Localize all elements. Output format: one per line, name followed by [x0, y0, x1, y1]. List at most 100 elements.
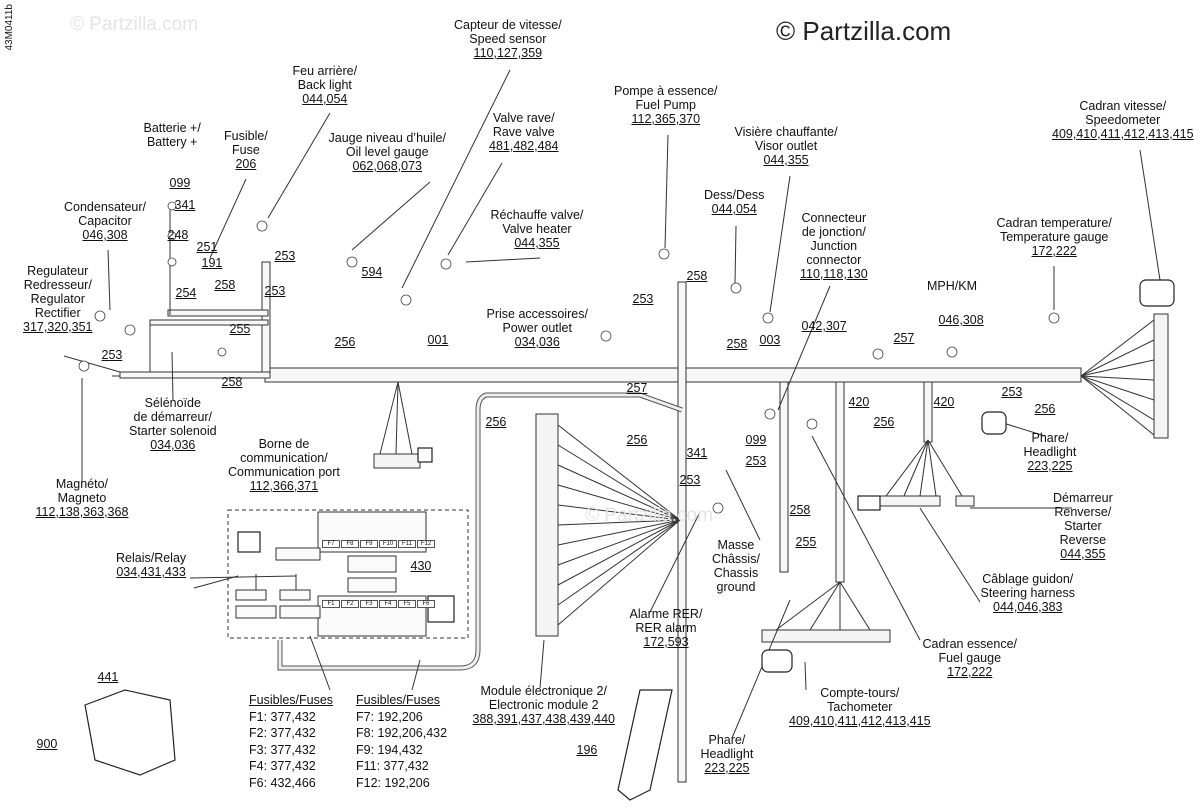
part-number[interactable]: 042,307	[801, 319, 847, 333]
label-line: Jauge niveau d’huile/	[328, 131, 446, 145]
reference-number[interactable]: 044,355	[763, 153, 809, 167]
part-number[interactable]: 196	[576, 743, 598, 757]
part-number[interactable]: 046,308	[938, 313, 984, 327]
part-number[interactable]: 256	[334, 335, 356, 349]
part-number[interactable]: 248	[167, 228, 189, 242]
part-number[interactable]: 253	[274, 249, 296, 263]
label-line: Fuel Pump	[635, 98, 696, 112]
reference-number[interactable]: 112,365,370	[631, 112, 701, 126]
reference-number[interactable]: 034,431,433	[116, 565, 186, 579]
label-line: Magneto	[57, 491, 107, 505]
reference-number[interactable]: 172,222	[947, 665, 993, 679]
part-number[interactable]: 441	[97, 670, 119, 684]
label-line: Redresseur/	[23, 278, 92, 292]
reference-number[interactable]: 223,225	[704, 761, 750, 775]
part-number[interactable]: 341	[174, 198, 196, 212]
part-number[interactable]: 191	[201, 256, 223, 270]
part-number[interactable]: 253	[1001, 385, 1023, 399]
part-number[interactable]: 256	[873, 415, 895, 429]
reference-number[interactable]: 046,308	[82, 228, 128, 242]
part-number[interactable]: 256	[626, 433, 648, 447]
fuse-list-title: Fusibles/Fuses	[249, 693, 334, 707]
part-number[interactable]: 001	[427, 333, 449, 347]
reference-number[interactable]: 206	[235, 157, 257, 171]
reference-number[interactable]: 172,222	[1031, 244, 1077, 258]
part-number[interactable]: 594	[361, 265, 383, 279]
part-number[interactable]: 253	[264, 284, 286, 298]
reference-number[interactable]: 112,138,363,368	[35, 505, 129, 519]
reference-number[interactable]: 317,320,351	[23, 320, 93, 334]
reference-number[interactable]: 062,068,073	[352, 159, 422, 173]
reference-number[interactable]: 110,118,130	[800, 267, 868, 281]
reference-number[interactable]: 034,036	[514, 335, 560, 349]
fuse-entry: F11: 377,432	[356, 759, 429, 773]
label-line: Oil level gauge	[345, 145, 429, 159]
label-line: Fusible/	[224, 129, 268, 143]
reference-number[interactable]: 110,127,359	[473, 46, 543, 60]
part-number[interactable]: 258	[686, 269, 708, 283]
part-number[interactable]: 256	[485, 415, 507, 429]
part-number[interactable]: 257	[626, 381, 648, 395]
label-line: Capacitor	[78, 214, 132, 228]
part-number[interactable]: 256	[1034, 402, 1056, 416]
label-line: Réchauffe valve/	[490, 208, 584, 222]
part-number[interactable]: 257	[893, 331, 915, 345]
fuse-entry: F6: 432,466	[249, 775, 316, 790]
reference-number[interactable]: 409,410,411,412,413,415	[789, 714, 931, 728]
part-number[interactable]: 099	[169, 176, 191, 190]
part-number[interactable]: 253	[632, 292, 654, 306]
part-number[interactable]: 099	[745, 433, 767, 447]
part-number[interactable]: 258	[789, 503, 811, 517]
part-number[interactable]: 003	[759, 333, 781, 347]
part-number[interactable]: 341	[686, 446, 708, 460]
part-number[interactable]: 258	[221, 375, 243, 389]
part-number[interactable]: 420	[848, 395, 870, 409]
part-number[interactable]: 258	[214, 278, 236, 292]
reference-number[interactable]: 481,482,484	[489, 139, 559, 153]
part-number[interactable]: 430	[410, 559, 432, 573]
reference-number[interactable]: 388,391,437,438,439,440	[472, 712, 616, 726]
reference-number[interactable]: 044,054	[302, 92, 348, 106]
label-line: Headlight	[700, 747, 754, 761]
reference-number[interactable]: 223,225	[1027, 459, 1073, 473]
label-line: Visor outlet	[754, 139, 818, 153]
reference-number[interactable]: 112,366,371	[249, 479, 319, 493]
part-number[interactable]: 900	[36, 737, 58, 751]
label-line: Capteur de vitesse/	[454, 18, 562, 32]
part-number[interactable]: 253	[679, 473, 701, 487]
label-line: de jonction/	[801, 225, 866, 239]
part-number[interactable]: 420	[933, 395, 955, 409]
fuse-slot: F11	[398, 540, 416, 548]
label-line: Châssis/	[712, 552, 760, 566]
part-number[interactable]: 251	[196, 240, 218, 254]
fuse-slot: F9	[360, 540, 378, 548]
part-number[interactable]: 258	[726, 337, 748, 351]
reference-number[interactable]: 044,054	[711, 202, 757, 216]
reference-number[interactable]: 034,036	[150, 438, 196, 452]
label-line: Chassis	[713, 566, 759, 580]
label-line: Fuse	[231, 143, 260, 157]
reference-number[interactable]: 044,355	[1060, 547, 1106, 561]
part-number[interactable]: 253	[101, 348, 123, 362]
part-number[interactable]: 255	[795, 535, 817, 549]
part-number[interactable]: 255	[229, 322, 251, 336]
part-number[interactable]: 254	[175, 286, 197, 300]
reference-number[interactable]: 044,046,383	[993, 600, 1063, 614]
reference-number[interactable]: 044,355	[514, 236, 560, 250]
reference-number[interactable]: 172,593	[643, 635, 689, 649]
reference-number[interactable]: 409,410,411,412,413,415	[1052, 127, 1194, 141]
part-number[interactable]: 253	[745, 454, 767, 468]
fuse-entry: F4: 377,432	[249, 759, 316, 773]
label-line: Borne de	[258, 437, 310, 451]
fuse-slot: F7	[322, 540, 340, 548]
label-line: communication/	[240, 451, 328, 465]
